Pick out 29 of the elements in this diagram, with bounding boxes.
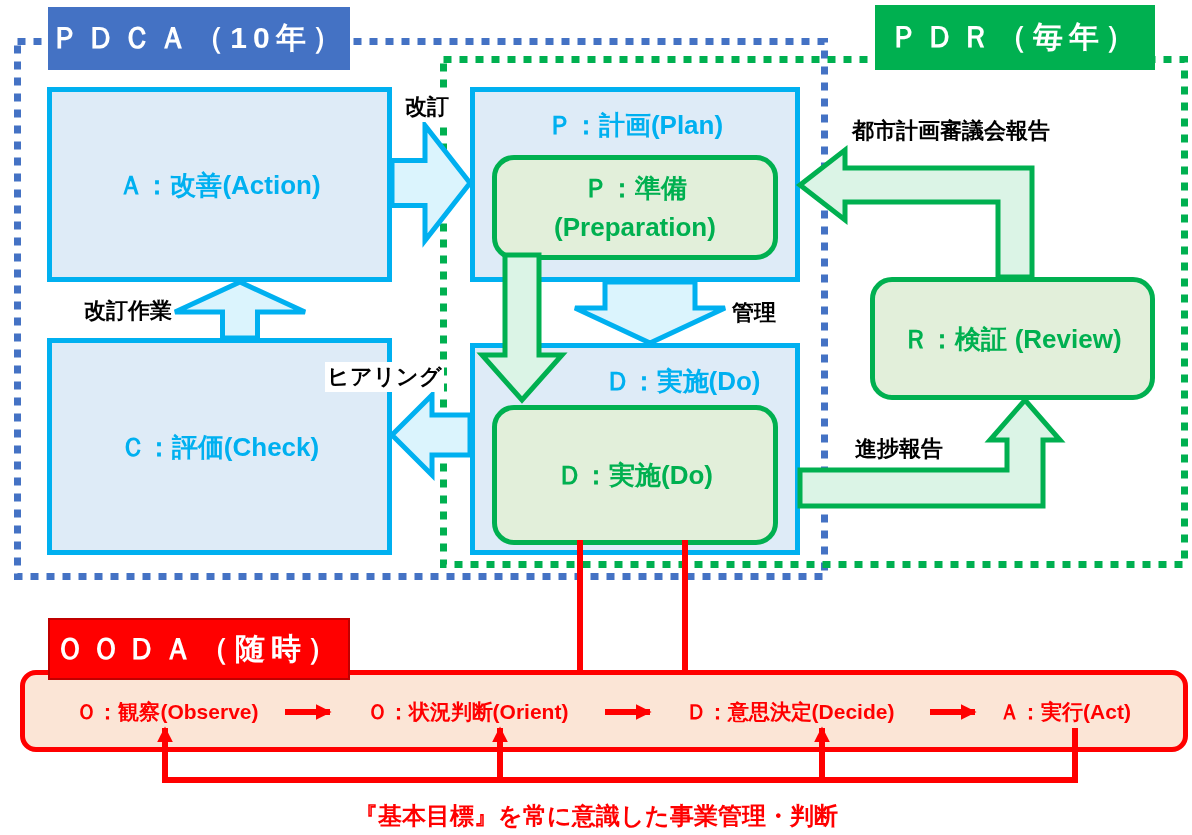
step-label: Ａ：実行(Act) xyxy=(975,696,1155,728)
process-box xyxy=(47,338,392,555)
node-label: Ａ：改善(Action) xyxy=(118,169,321,199)
rounded-box xyxy=(492,155,778,260)
rounded-panel xyxy=(20,618,1188,752)
block-arrow xyxy=(476,252,568,404)
node-label: Ｒ：検証 (Review) xyxy=(903,323,1122,353)
caption: 『基本目標』を常に意識した事業管理・判断 xyxy=(354,802,838,829)
group-title: ＯＯＤＡ（随時） xyxy=(48,618,350,680)
rounded-box xyxy=(870,277,1155,400)
process-box xyxy=(470,87,800,282)
block-arrow xyxy=(172,279,308,341)
rounded-box xyxy=(492,405,778,545)
step-label: Ｏ：観察(Observe) xyxy=(50,696,285,728)
block-arrow xyxy=(795,144,1035,280)
node-label: Ｃ：評価(Check) xyxy=(119,431,320,461)
group-title: ＰＤＣＡ（10年） xyxy=(48,7,350,70)
edge-label: ヒアリング xyxy=(325,362,444,392)
node-label: Ｄ：実施(Do) xyxy=(557,459,713,490)
node-label: Ｐ：計画(Plan) xyxy=(546,110,724,140)
process-box xyxy=(470,343,800,555)
node-label: Ｄ：実施(Do) xyxy=(604,366,761,396)
dotted-region xyxy=(14,7,828,580)
step-label: Ｄ：意思決定(Decide) xyxy=(650,696,930,728)
group-title: ＰＤＲ（毎年） xyxy=(875,5,1155,70)
node-label: Ｐ：準備 (Preparation) xyxy=(554,172,716,242)
step-label: Ｏ：状況判断(Orient) xyxy=(330,696,605,728)
process-box xyxy=(47,87,392,282)
edge-label: 改訂 xyxy=(403,92,451,122)
